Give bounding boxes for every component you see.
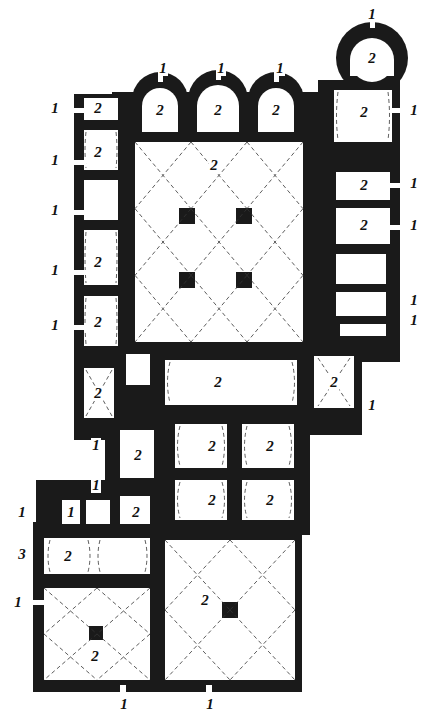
callout-number: 1 (409, 293, 419, 308)
callout-number: 1 (367, 398, 377, 413)
callout-number: 1 (216, 61, 226, 76)
callout-number: 1 (50, 153, 60, 168)
callout-number: 1 (158, 61, 168, 76)
callout-number: 1 (50, 101, 60, 116)
callout-number: 1 (66, 505, 76, 520)
vault-line (135, 209, 191, 276)
callout-number: 2 (213, 375, 223, 390)
callout-number: 2 (93, 145, 103, 160)
callout-number: 1 (50, 318, 60, 333)
vault-line (230, 540, 295, 610)
vault-line (135, 275, 191, 342)
callout-number: 1 (205, 697, 215, 712)
callout-number: 2 (155, 103, 165, 118)
callout-number: 2 (131, 505, 141, 520)
callout-number: 1 (50, 203, 60, 218)
callout-number: 1 (367, 7, 377, 22)
vault-line (247, 209, 303, 276)
vault-line (191, 142, 247, 209)
callout-number: 2 (209, 158, 219, 173)
callout-number: 1 (91, 478, 101, 493)
vault-line (44, 634, 97, 680)
vault-line (165, 540, 230, 610)
callout-number: 2 (93, 386, 103, 401)
callout-number: 2 (93, 315, 103, 330)
callout-number: 2 (90, 649, 100, 664)
vault-line (44, 588, 97, 634)
callout-number: 2 (359, 218, 369, 233)
vault-line (165, 610, 230, 680)
callout-number: 2 (93, 255, 103, 270)
callout-number: 1 (409, 218, 419, 233)
callout-number: 1 (17, 505, 27, 520)
vault-line (191, 275, 247, 342)
callout-number: 2 (63, 549, 73, 564)
callout-number: 1 (409, 313, 419, 328)
callout-number: 1 (409, 103, 419, 118)
vault-line (135, 142, 191, 209)
vault-line (247, 275, 303, 342)
callout-number: 2 (93, 101, 103, 116)
callout-number: 2 (271, 103, 281, 118)
vault-line (97, 588, 150, 634)
callout-number: 2 (367, 51, 377, 66)
callout-number: 2 (207, 493, 217, 508)
vault-line (247, 142, 303, 209)
callout-number: 1 (409, 176, 419, 191)
callout-number: 2 (133, 448, 143, 463)
vault-line (191, 209, 247, 276)
callout-number: 2 (359, 105, 369, 120)
callout-number: 2 (359, 178, 369, 193)
callout-number: 1 (50, 263, 60, 278)
callout-number: 2 (329, 375, 339, 390)
callout-number: 1 (13, 595, 23, 610)
callout-number: 2 (200, 593, 210, 608)
callout-number: 3 (17, 547, 27, 562)
vault-line (97, 634, 150, 680)
callout-number: 1 (91, 438, 101, 453)
callout-number: 1 (275, 61, 285, 76)
callout-number: 2 (265, 439, 275, 454)
vault-line (230, 610, 295, 680)
callout-number: 2 (213, 103, 223, 118)
callout-number: 2 (207, 439, 217, 454)
callout-number: 2 (265, 493, 275, 508)
callout-number: 1 (119, 697, 129, 712)
